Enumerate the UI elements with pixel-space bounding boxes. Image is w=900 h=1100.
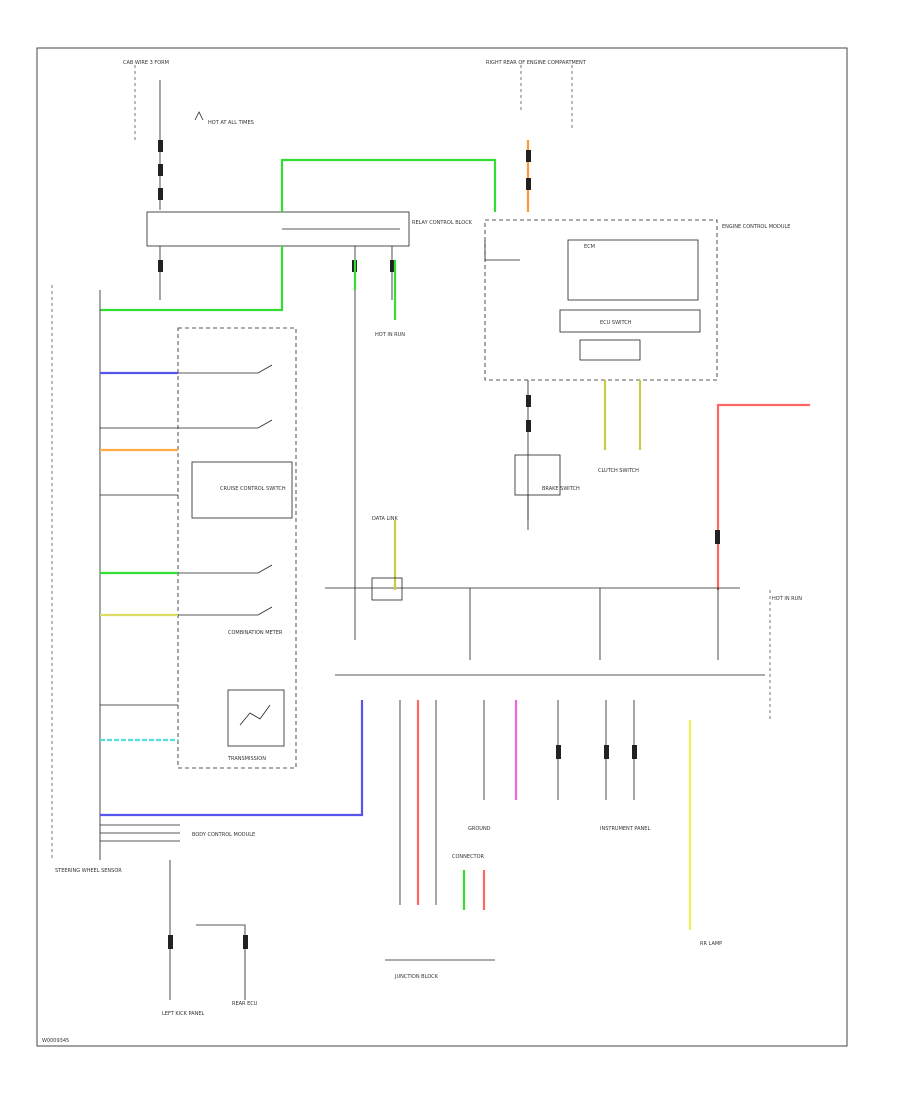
relay-block-top-label: RELAY CONTROL BLOCK	[412, 220, 473, 226]
sensor-top-label: RIGHT REAR OF ENGINE COMPARTMENT	[486, 60, 587, 66]
cab-sub-label: HOT AT ALL TIMES	[208, 120, 254, 126]
relay-label: ECU SWITCH	[600, 320, 632, 326]
body-ecm-label: BODY CONTROL MODULE	[192, 832, 255, 838]
bottom-left-label: LEFT KICK PANEL	[162, 1011, 205, 1017]
brake-switch-label: BRAKE SWITCH	[542, 486, 580, 492]
cruise-label: CRUISE CONTROL SWITCH	[220, 486, 286, 492]
combination-label: COMBINATION METER	[228, 630, 283, 636]
wire-red-right	[716, 403, 810, 590]
page-code: W0009345	[42, 1038, 69, 1044]
ecm-inner-label: ECM	[584, 244, 595, 250]
data-link-label: DATA LINK	[372, 516, 398, 522]
rear-conn-label: REAR ECU	[232, 1001, 258, 1007]
lower-connector-label: JUNCTION BLOCK	[394, 974, 439, 980]
rr-lamp-label: RR LAMP	[700, 941, 722, 947]
hot-run-right-label: HOT IN RUN	[772, 596, 802, 602]
ecm-cluster: RIGHT REAR OF ENGINE COMPARTMENT ENGINE …	[484, 60, 790, 530]
left-column: STEERING WHEEL SENSOR CRUISE CONTROL SWI…	[51, 285, 364, 874]
center-bus: HOT IN RUN DATA LINK GROUND INSTRUMENT P…	[325, 516, 802, 980]
ground-lower-label: GROUND	[468, 826, 491, 832]
instrument-label: INSTRUMENT PANEL	[600, 826, 650, 832]
diagram-border	[36, 47, 848, 1047]
cab-top-label: CAB WIRE 3 FORM	[123, 60, 169, 66]
left-module-label: STEERING WHEEL SENSOR	[55, 868, 122, 874]
relay-block-top	[146, 211, 410, 247]
wire-green-down	[100, 246, 284, 312]
ecm-box	[484, 219, 718, 381]
transmission-label: TRANSMISSION	[227, 756, 266, 762]
wire-green-top	[280, 158, 497, 212]
bottom-left: LEFT KICK PANEL REAR ECU	[162, 860, 258, 1017]
ecm-label: ENGINE CONTROL MODULE	[722, 224, 790, 230]
hot-run-label: HOT IN RUN	[375, 332, 405, 338]
top-left-cluster: CAB WIRE 3 FORM HOT AT ALL TIMES RELAY C…	[123, 60, 473, 640]
left-module-box	[177, 327, 297, 769]
clutch-label: CLUTCH SWITCH	[598, 468, 639, 474]
mid-connector-label: CONNECTOR	[452, 854, 485, 860]
